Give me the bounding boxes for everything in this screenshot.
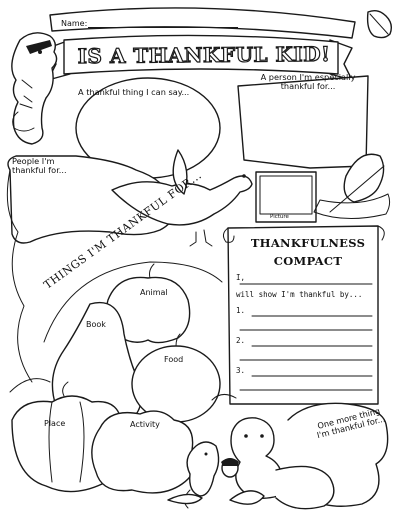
compact-scroll xyxy=(222,225,385,405)
fruit-label-food: Food xyxy=(164,355,184,364)
acorn-icon xyxy=(221,458,239,478)
person-thankful-box xyxy=(237,75,369,169)
name-line[interactable] xyxy=(88,27,238,28)
oak-leaf-icon xyxy=(366,9,393,39)
compact-title-line1: THANKFULNESS xyxy=(250,236,366,250)
oak-leaf-right-icon xyxy=(329,153,385,213)
title-ribbon xyxy=(47,34,353,81)
compact-item-1: 1. xyxy=(236,306,246,315)
fruit-label-activity: Activity xyxy=(130,420,160,429)
mouse-icon xyxy=(184,441,220,509)
bird-icon xyxy=(111,149,253,247)
person-thankful-label: A person I'm especially thankful for... xyxy=(260,72,356,92)
compact-title-line2: COMPACT xyxy=(273,254,343,268)
thankful-thing-label: A thankful thing I can say... xyxy=(78,87,190,97)
fruit-label-animal: Animal xyxy=(140,288,168,297)
people-thankful-label: People I'm thankful for... xyxy=(12,156,67,176)
name-label: Name: xyxy=(61,19,88,28)
fruit-label-book: Book xyxy=(86,320,106,329)
fruit-label-place: Place xyxy=(44,419,66,428)
name-banner xyxy=(49,7,356,39)
picture-label: Picture xyxy=(270,214,289,220)
compact-item-2: 2. xyxy=(236,336,246,345)
compact-will-show: will show I'm thankful by... xyxy=(236,290,363,299)
chipmunk-icon xyxy=(11,32,58,145)
compact-item-3: 3. xyxy=(236,366,246,375)
compact-i-label: I, xyxy=(236,273,246,282)
page-title: IS A THANKFUL KID! xyxy=(77,41,331,69)
fruit-group xyxy=(9,261,237,494)
bottom-leaf-icon xyxy=(167,490,265,505)
squirrel-icon xyxy=(230,417,335,510)
